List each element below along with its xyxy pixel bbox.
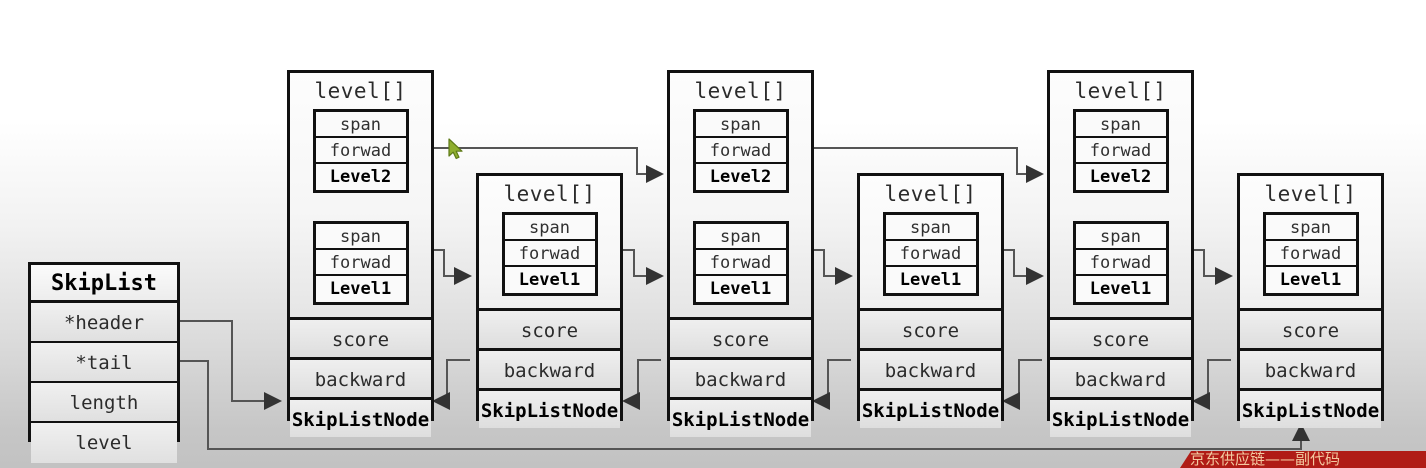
node1-level-gap [290,193,431,217]
node1-level1-forward: forwad [315,250,406,276]
node3-type: SkipListNode [670,397,811,437]
skiplist-field-level: level [31,423,177,463]
node1-type: SkipListNode [290,397,431,437]
node5-level2-name: Level2 [1075,164,1166,190]
node2-level1-span: span [504,215,595,241]
skiplist-field-header: *header [31,303,177,343]
node4-score: score [860,308,1001,348]
skiplist-struct-box: SkipList *header *tail length level [28,262,180,463]
node3-level-gap [670,193,811,217]
node2-score: score [479,308,620,348]
node1-level2-span: span [315,112,406,138]
wire-bw-n6-n5 [1192,359,1231,410]
wire-l2-n3-n5 [776,147,1044,183]
node3-backward: backward [670,357,811,397]
node1-level1-block: span forwad Level1 [312,221,409,305]
node1-level1-name: Level1 [315,276,406,302]
node6-level1-block: span forwad Level1 [1262,212,1359,296]
node2-level1-forward: forwad [504,241,595,267]
node5-score: score [1050,317,1191,357]
node5-level1-block: span forwad Level1 [1072,221,1169,305]
skiplist-title: SkipList [31,265,177,303]
node6-level1-name: Level1 [1265,267,1356,293]
node6-level1-span: span [1265,215,1356,241]
skiplist-node-2: level[] span forwad Level1 score backwar… [476,173,623,428]
node3-level1-block: span forwad Level1 [692,221,789,305]
node3-level1-span: span [695,224,786,250]
node5-level2-forward: forwad [1075,138,1166,164]
node6-type: SkipListNode [1240,388,1381,428]
wire-bw-n3-n2 [622,359,661,410]
node5-level1-forward: forwad [1075,250,1166,276]
node3-level-array-label: level[] [694,79,787,103]
node6-score: score [1240,308,1381,348]
node4-level-array-label: level[] [884,182,977,206]
skiplist-field-tail: *tail [31,343,177,383]
node5-level2-span: span [1075,112,1166,138]
node6-level1-forward: forwad [1265,241,1356,267]
node3-level2-name: Level2 [695,164,786,190]
node5-level-array-label: level[] [1074,79,1167,103]
node4-level1-span: span [885,215,976,241]
wire-bw-n2-n1 [432,359,470,410]
node2-backward: backward [479,348,620,388]
node3-level2-span: span [695,112,786,138]
bottom-banner: 京东供应链——副代码 [1180,451,1426,468]
node6-level-array-label: level[] [1264,182,1357,206]
node5-level1-name: Level1 [1075,276,1166,302]
skiplist-field-length: length [31,383,177,423]
node6-backward: backward [1240,348,1381,388]
wire-header [180,320,282,410]
node4-level1-name: Level1 [885,267,976,293]
skiplist-node-5: level[] span forwad Level2 span forwad L… [1047,70,1194,437]
node3-level1-name: Level1 [695,276,786,302]
node1-level1-span: span [315,224,406,250]
mouse-pointer-icon [448,138,463,160]
wire-bw-n5-n4 [1002,359,1042,410]
node5-level1-span: span [1075,224,1166,250]
node2-type: SkipListNode [479,388,620,428]
node1-level2-block: span forwad Level2 [312,109,409,193]
wire-bw-n4-n3 [812,359,851,410]
skiplist-node-3: level[] span forwad Level2 span forwad L… [667,70,814,437]
node4-level1-block: span forwad Level1 [882,212,979,296]
node3-level1-forward: forwad [695,250,786,276]
skiplist-node-6: level[] span forwad Level1 score backwar… [1237,173,1384,428]
node5-backward: backward [1050,357,1191,397]
node1-level2-name: Level2 [315,164,406,190]
banner-text: 京东供应链——副代码 [1190,451,1341,468]
node1-score: score [290,317,431,357]
skiplist-node-4: level[] span forwad Level1 score backwar… [857,173,1004,428]
skiplist-node-1: level[] span forwad Level2 span forwad L… [287,70,434,437]
node4-type: SkipListNode [860,388,1001,428]
node2-level-array-label: level[] [503,182,596,206]
wire-l2-n1-n3 [396,147,664,183]
node4-level1-forward: forwad [885,241,976,267]
node2-level1-block: span forwad Level1 [501,212,598,296]
node3-score: score [670,317,811,357]
node1-level-array-label: level[] [314,79,407,103]
banner-notch [1180,451,1191,468]
node2-level1-name: Level1 [504,267,595,293]
node5-level2-block: span forwad Level2 [1072,109,1169,193]
node4-backward: backward [860,348,1001,388]
node3-level2-block: span forwad Level2 [692,109,789,193]
node5-type: SkipListNode [1050,397,1191,437]
node5-level-gap [1050,193,1191,217]
node3-level2-forward: forwad [695,138,786,164]
node1-backward: backward [290,357,431,397]
node1-level2-forward: forwad [315,138,406,164]
